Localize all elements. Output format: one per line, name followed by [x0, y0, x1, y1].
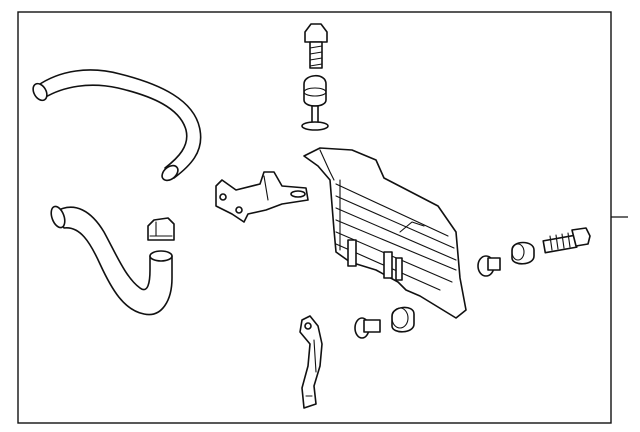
upper-grommet[interactable] — [303, 74, 327, 107]
lower-pin[interactable] — [354, 317, 381, 339]
mounting-bracket[interactable] — [215, 171, 309, 223]
lower-bracket[interactable] — [299, 315, 323, 409]
upper-bolt[interactable] — [304, 23, 328, 69]
upper-pin[interactable] — [301, 105, 329, 131]
upper-hose[interactable] — [30, 69, 202, 183]
oil-cooler[interactable] — [303, 147, 467, 319]
right-grommet[interactable] — [511, 241, 535, 265]
lower-hose[interactable] — [49, 205, 173, 316]
hose-clamp[interactable] — [147, 217, 175, 241]
right-pin[interactable] — [477, 255, 501, 277]
lower-grommet[interactable] — [391, 306, 415, 333]
right-bolt[interactable] — [542, 227, 591, 254]
